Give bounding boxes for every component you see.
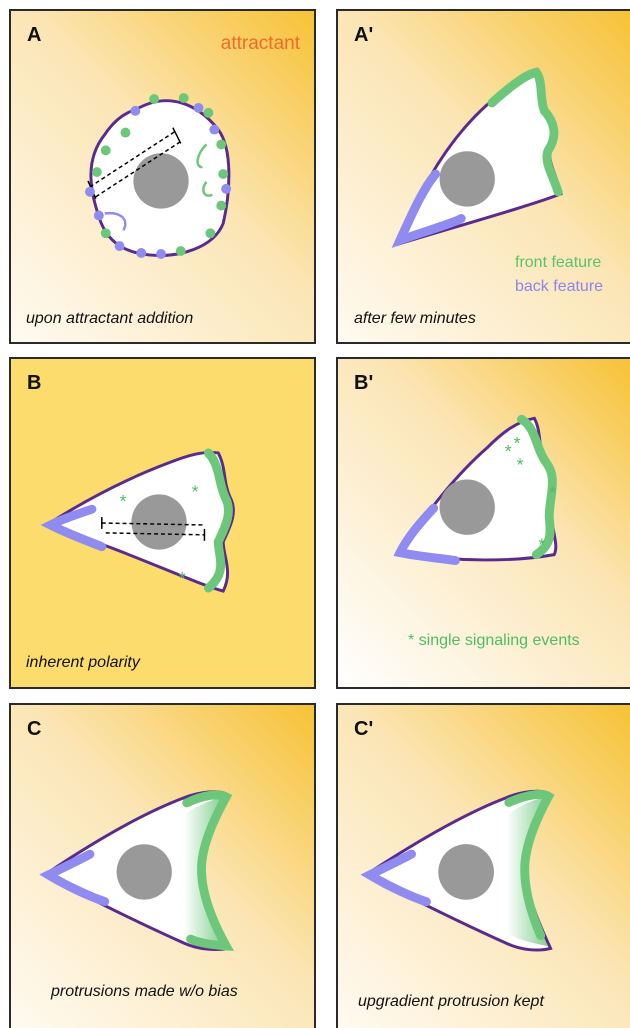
panel-label: B [27,372,41,395]
panel-caption: inherent polarity [26,654,140,672]
panel-a: A attractant upon attractant addition [9,9,316,344]
panel-label: C' [354,718,373,741]
panel-label: C [27,718,41,741]
panel-caption: protrusions made w/o bias [51,983,238,1001]
cell-diagram-b: * * * [11,359,314,687]
cell-diagram-a [11,11,314,342]
panel-c: C protrusions made w/o bias [9,703,316,1028]
panel-label: A' [354,24,373,47]
panel-label: A [27,24,41,47]
cell-diagram-c-prime [338,705,630,1028]
nucleus [438,844,494,900]
nucleus [131,494,186,549]
svg-text:*: * [514,433,521,453]
svg-text:*: * [517,455,524,475]
legend-front: front feature [515,254,603,272]
svg-text:*: * [549,482,556,502]
panel-caption: upon attractant addition [26,310,193,328]
svg-text:*: * [538,535,545,555]
panel-caption: upgradient protrusion kept [358,993,544,1011]
nucleus [133,153,188,208]
panel-c-prime: C' upgradient protrusion kept [336,703,630,1028]
legend: front feature back feature [515,254,603,296]
panel-b: * * * B inherent polarity [9,357,316,689]
panel-b-prime: * * * * * B' * single signaling events [336,357,630,689]
panel-a-prime: A' front feature back feature after few … [336,9,630,344]
svg-text:*: * [120,491,127,511]
svg-text:*: * [505,441,512,461]
panel-caption: after few minutes [354,310,476,328]
svg-text:*: * [192,481,199,501]
svg-text:*: * [179,568,186,588]
cell-diagram-c [11,705,314,1028]
signal-note: * single signaling events [408,632,580,650]
panel-label: B' [354,372,373,395]
nucleus [440,151,495,206]
legend-back: back feature [515,278,603,296]
attractant-label: attractant [221,33,300,55]
nucleus [440,480,495,535]
nucleus [117,844,172,899]
